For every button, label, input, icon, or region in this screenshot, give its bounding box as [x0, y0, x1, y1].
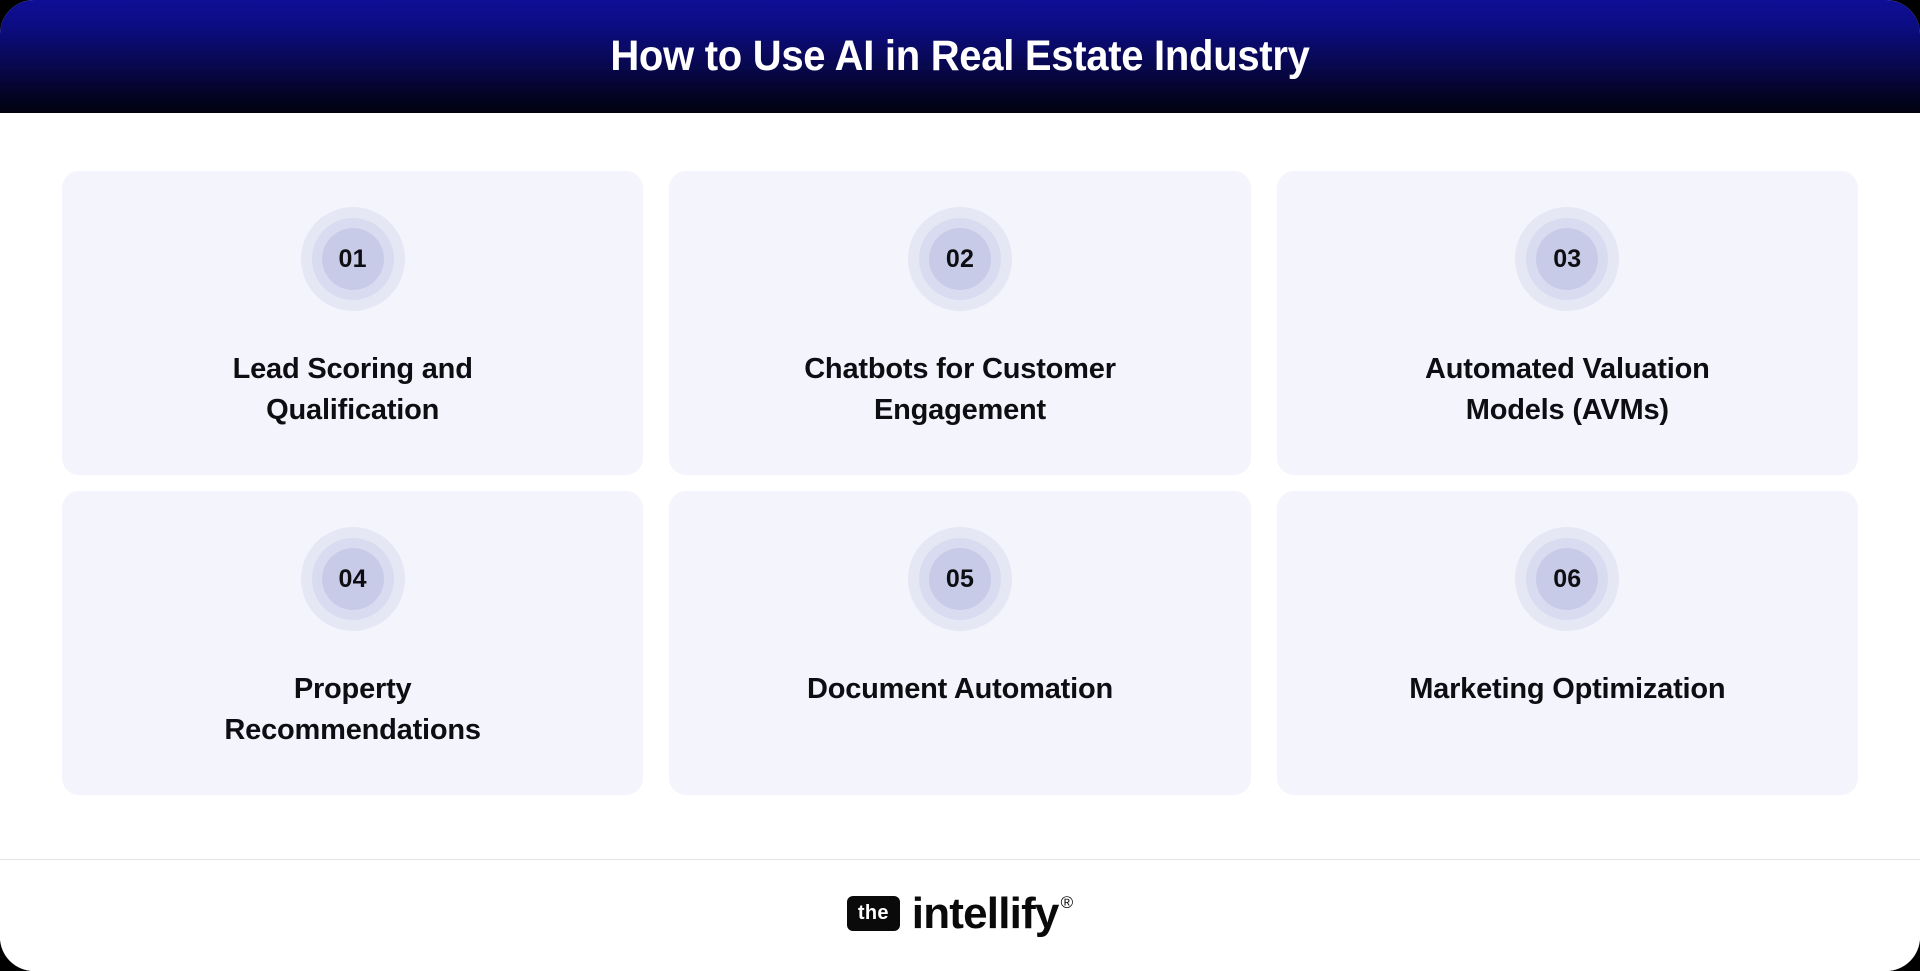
card-title: Lead Scoring and Qualification: [232, 353, 473, 427]
card-title: Chatbots for Customer Engagement: [804, 353, 1116, 427]
brand-logo[interactable]: the intellify ®: [846, 888, 1074, 938]
page-title: How to Use AI in Real Estate Industry: [610, 31, 1310, 80]
badge-inner-ring-icon: [928, 228, 991, 290]
badge-number-label: 05: [945, 564, 975, 593]
badge-inner-ring-icon: [1536, 228, 1599, 290]
logo-wordmark: intellify: [911, 888, 1060, 938]
registered-trademark-icon: ®: [1060, 892, 1074, 912]
badge-number-label: 01: [338, 244, 367, 273]
feature-card-05[interactable]: 05 Document Automation: [669, 491, 1251, 795]
logo-wordmark-group: intellify ®: [911, 888, 1074, 938]
number-badge-02: 02: [907, 207, 1012, 311]
badge-inner-ring-icon: [1536, 548, 1599, 610]
number-badge-01: 01: [300, 207, 405, 311]
badge-inner-ring-icon: [928, 548, 991, 610]
feature-card-03[interactable]: 03 Automated Valuation Models (AVMs): [1276, 171, 1858, 475]
number-badge-04: 04: [300, 527, 405, 631]
card-grid: 01 Lead Scoring and Qualification 02 Cha…: [62, 171, 1858, 795]
number-badge-05: 05: [907, 527, 1012, 631]
card-title: Marketing Optimization: [1409, 673, 1726, 705]
feature-card-02[interactable]: 02 Chatbots for Customer Engagement: [669, 171, 1251, 475]
badge-inner-ring-icon: [321, 228, 384, 290]
feature-card-01[interactable]: 01 Lead Scoring and Qualification: [62, 171, 644, 475]
badge-inner-ring-icon: [321, 548, 384, 610]
feature-card-06[interactable]: 06 Marketing Optimization: [1276, 491, 1858, 795]
badge-number-label: 04: [338, 564, 367, 593]
card-title: Document Automation: [806, 673, 1114, 705]
number-badge-03: 03: [1515, 207, 1620, 311]
number-badge-06: 06: [1515, 527, 1620, 631]
badge-number-label: 06: [1553, 564, 1582, 593]
badge-number-label: 03: [1553, 244, 1582, 273]
cards-region: 01 Lead Scoring and Qualification 02 Cha…: [0, 113, 1920, 859]
logo-the-chip: the: [846, 896, 900, 931]
header-banner: How to Use AI in Real Estate Industry: [0, 0, 1920, 113]
card-title: Property Recommendations: [224, 673, 481, 747]
footer-region: the intellify ®: [0, 859, 1920, 971]
feature-card-04[interactable]: 04 Property Recommendations: [62, 491, 644, 795]
card-title: Automated Valuation Models (AVMs): [1425, 353, 1710, 427]
badge-number-label: 02: [945, 244, 975, 273]
